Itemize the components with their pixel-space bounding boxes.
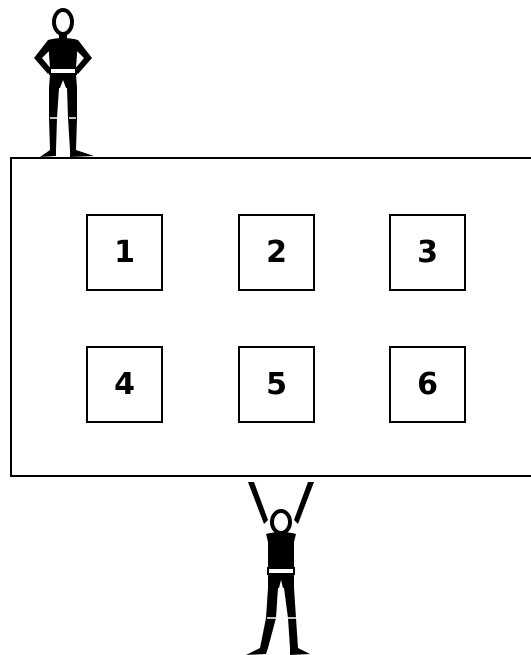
lifting-person-icon xyxy=(236,478,326,655)
box-2[interactable]: 2 xyxy=(238,214,315,291)
standing-person-icon xyxy=(22,0,102,160)
box-1[interactable]: 1 xyxy=(86,214,163,291)
box-4[interactable]: 4 xyxy=(86,346,163,423)
board-panel: 1 2 3 4 5 6 xyxy=(10,157,531,477)
box-3[interactable]: 3 xyxy=(389,214,466,291)
box-6[interactable]: 6 xyxy=(389,346,466,423)
box-5[interactable]: 5 xyxy=(238,346,315,423)
